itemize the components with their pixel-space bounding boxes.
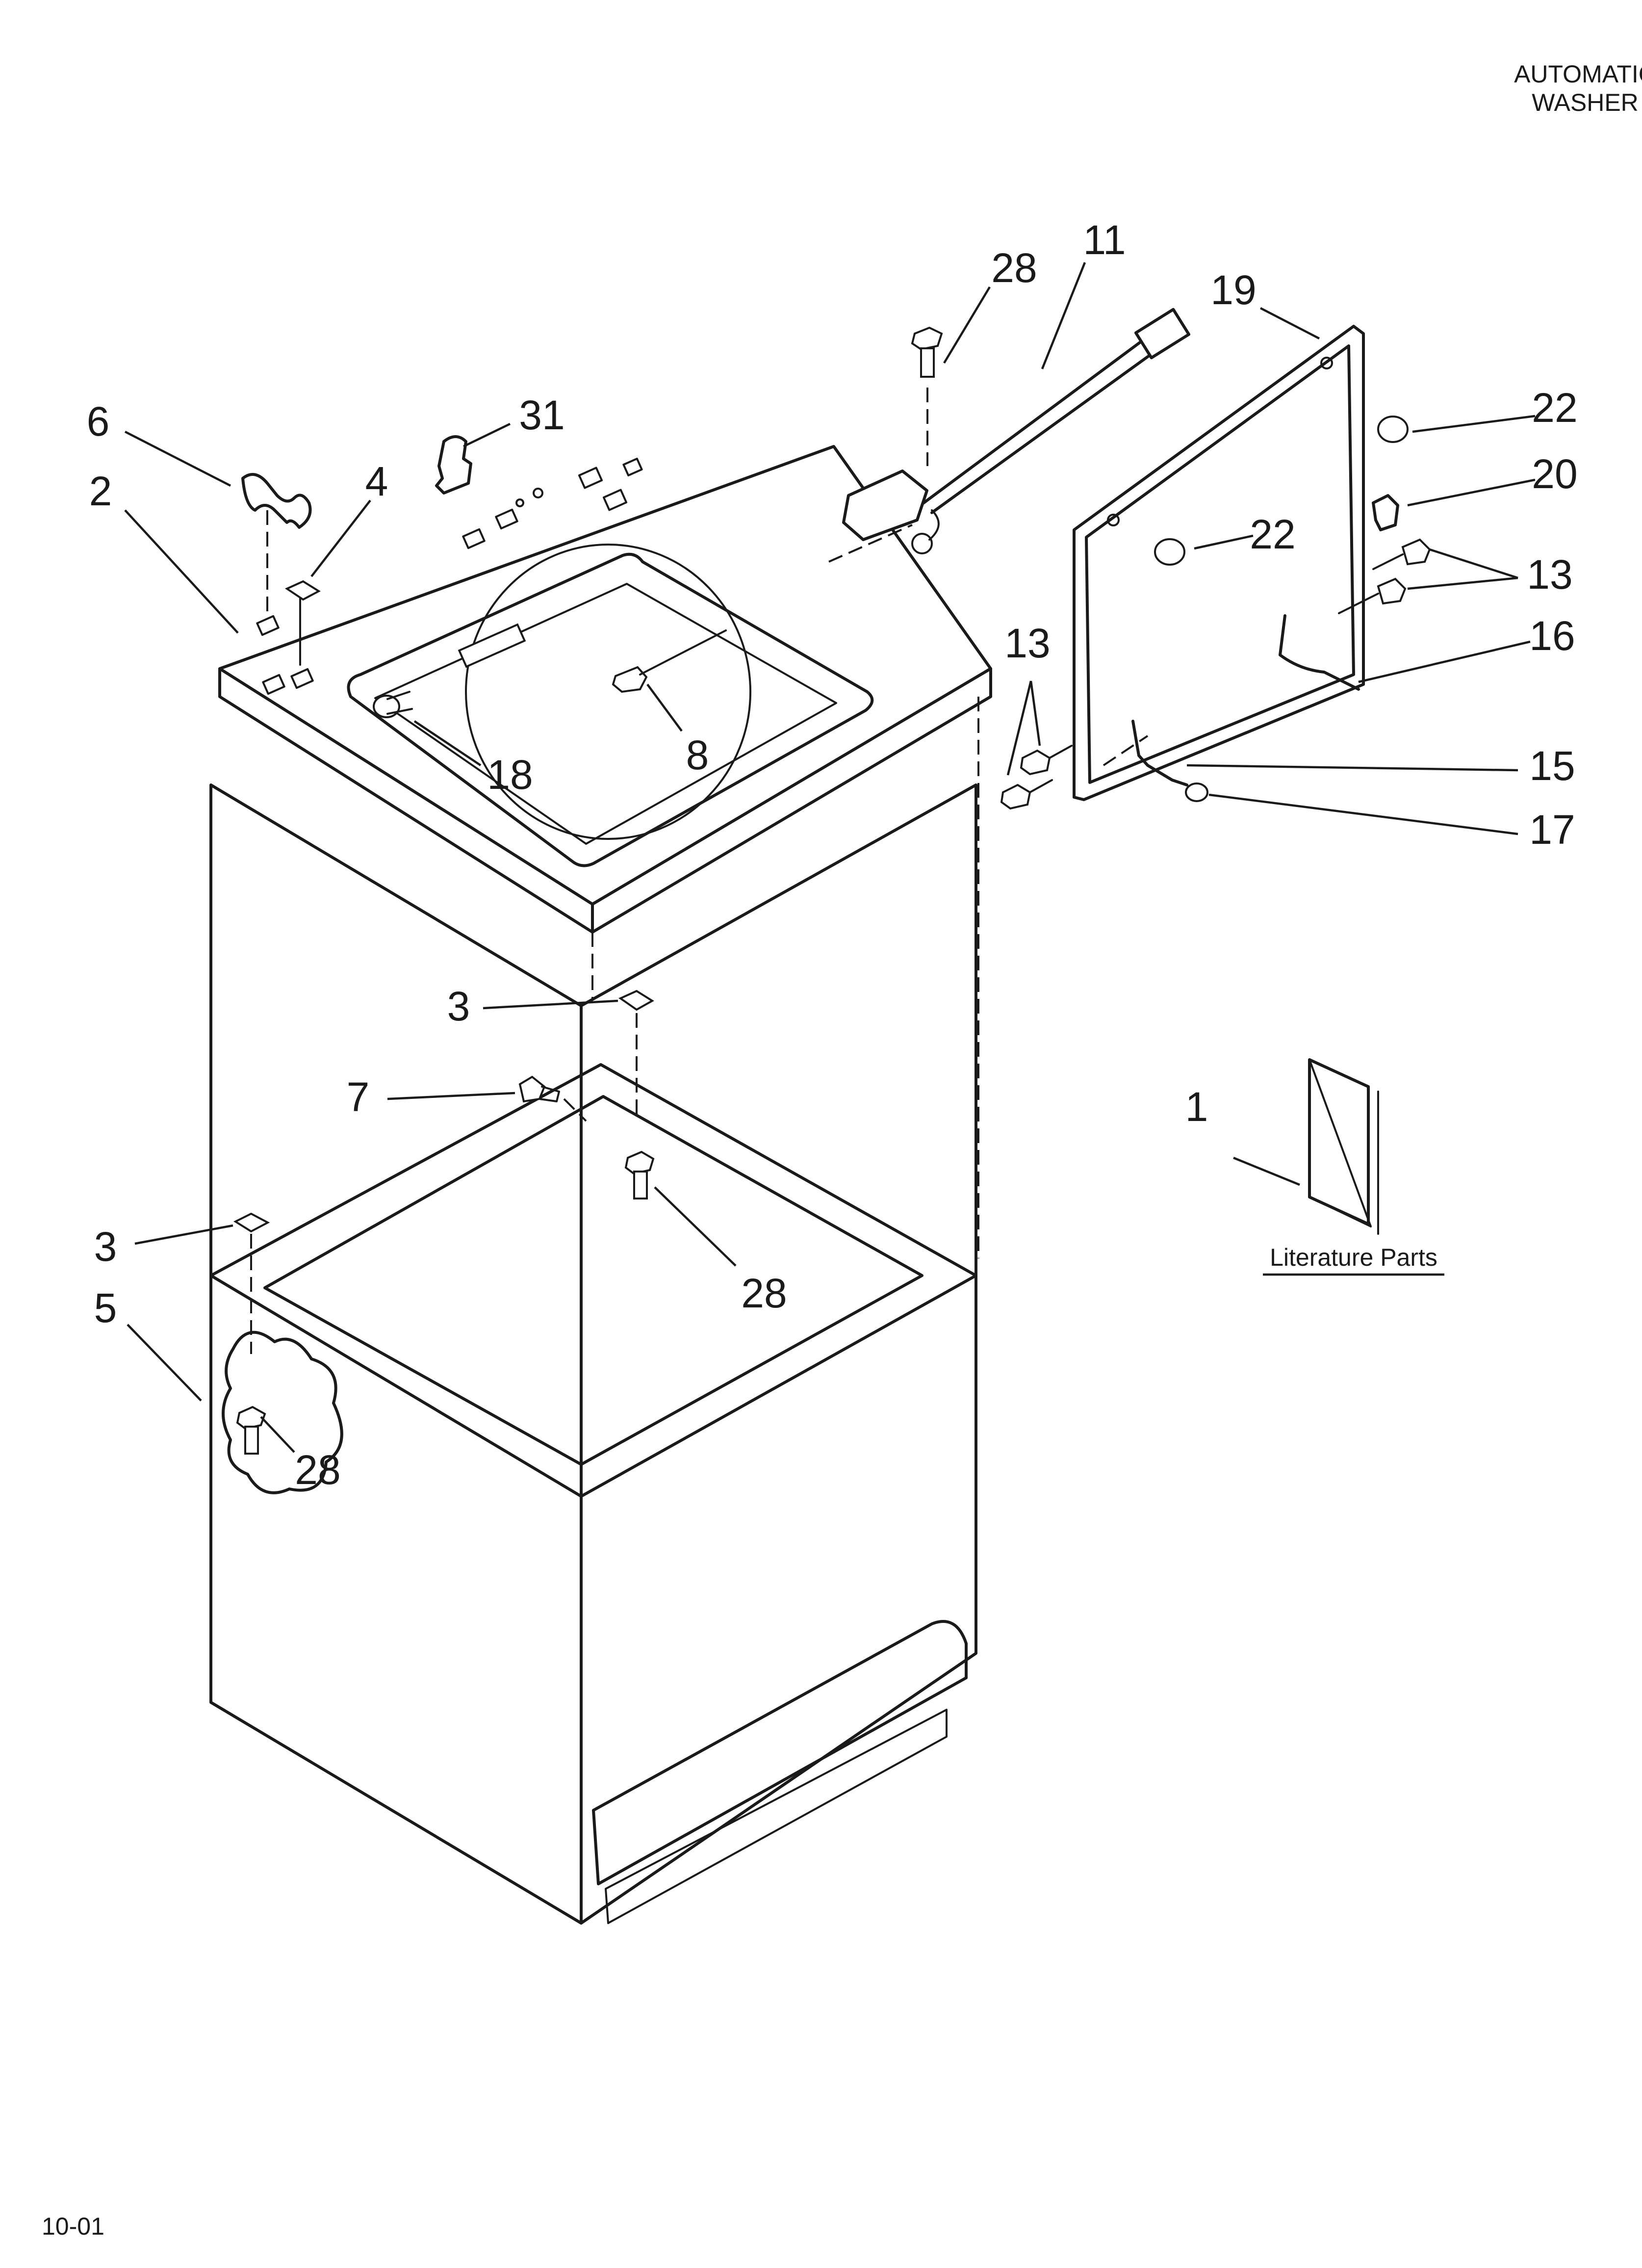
nut-clip-part-4	[284, 580, 321, 666]
callout-28-mid: 28	[741, 1270, 787, 1316]
callout-16: 16	[1529, 613, 1575, 659]
callout-7: 7	[347, 1074, 370, 1120]
top-panel	[218, 445, 992, 934]
screw-part-8	[612, 629, 727, 693]
cabinet	[209, 783, 977, 1925]
console-frame-part	[1073, 325, 1365, 801]
callout-13-right: 13	[1527, 551, 1572, 598]
screw-part-13-right	[1338, 538, 1431, 614]
callout-11: 11	[1083, 217, 1126, 263]
literature-booklet	[1308, 1058, 1379, 1235]
clip-part-3-left	[233, 1212, 270, 1354]
connector-part-17	[1185, 782, 1208, 802]
callout-4: 4	[365, 458, 388, 504]
clip-part-3-top	[618, 990, 654, 1116]
literature-label: Literature Parts	[1270, 1244, 1437, 1271]
callout-13-left: 13	[1004, 620, 1050, 666]
wire-harness-part	[828, 308, 1191, 563]
callout-18: 18	[487, 752, 533, 798]
callout-3-top: 3	[447, 983, 470, 1029]
callout-22-right: 22	[1532, 385, 1577, 431]
callout-19: 19	[1210, 267, 1256, 313]
screw-part-7	[518, 1075, 587, 1122]
plug-part-22-mid	[1154, 538, 1185, 566]
callout-15: 15	[1529, 743, 1575, 789]
callout-17: 17	[1529, 807, 1575, 853]
callout-22-mid: 22	[1250, 511, 1295, 557]
wire-part-15	[1103, 720, 1188, 786]
plug-part-22-right	[1377, 416, 1409, 443]
hinge-part-20	[1372, 494, 1399, 531]
clip-part-6	[241, 473, 312, 616]
callout-8: 8	[686, 732, 709, 778]
callout-3-left: 3	[94, 1224, 117, 1270]
callout-31: 31	[519, 392, 564, 438]
callout-28-low: 28	[295, 1447, 340, 1493]
bracket-part-31	[435, 435, 472, 495]
lid-switch-part	[1279, 614, 1360, 691]
screw-part-28-low	[236, 1406, 266, 1455]
callout-1: 1	[1185, 1084, 1208, 1130]
hinge-pin-part	[373, 691, 413, 718]
screw-part-28-top	[911, 326, 943, 466]
header-line-2: WASHER	[1532, 89, 1639, 116]
callout-leaders	[124, 262, 1536, 1453]
callout-28-top: 28	[991, 245, 1037, 291]
footer-code: 10-01	[42, 2213, 104, 2240]
callout-6: 6	[87, 398, 110, 444]
callout-5: 5	[94, 1285, 117, 1331]
callout-20: 20	[1532, 451, 1577, 497]
screw-part-28-mid	[624, 1150, 655, 1199]
screw-part-13-left	[1000, 745, 1073, 810]
callout-2: 2	[89, 468, 112, 514]
header-line-1: AUTOMATIC	[1514, 60, 1642, 88]
